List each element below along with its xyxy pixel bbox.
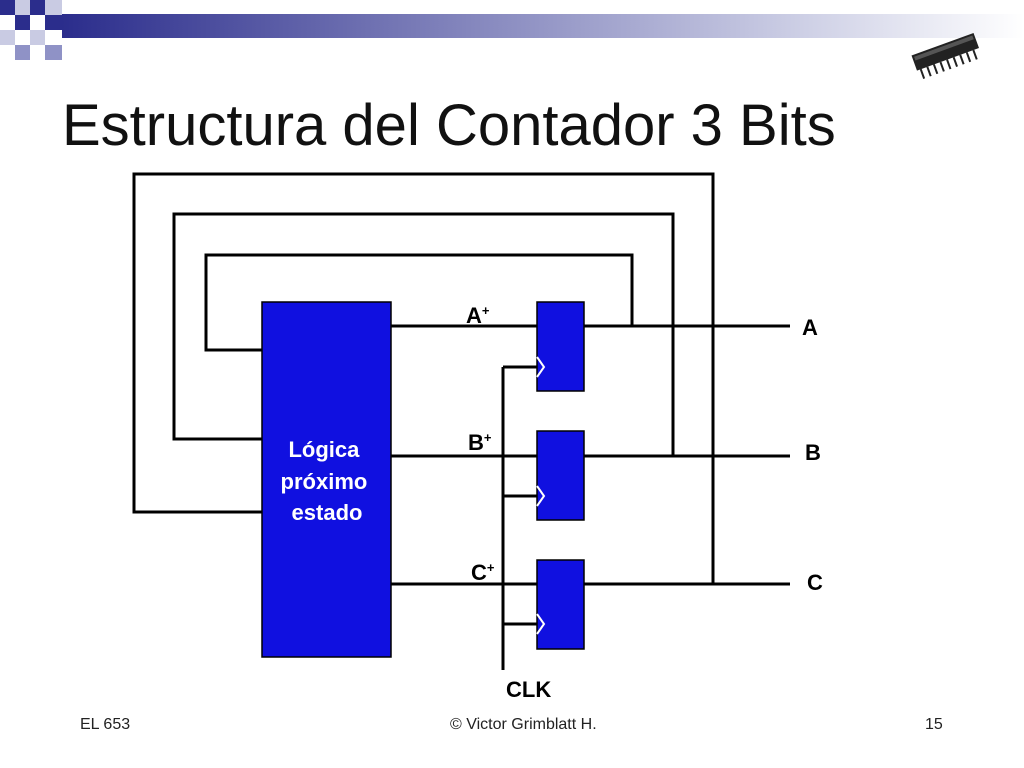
feedback-wire-b [172, 212, 675, 456]
flip-flop-a [536, 301, 585, 392]
next-state-wires [390, 324, 537, 586]
output-label-a: A [802, 315, 818, 340]
slide-title: Estructura del Contador 3 Bits [62, 93, 836, 158]
output-wires [583, 324, 790, 586]
footer-course: EL 653 [80, 716, 131, 733]
label-c-plus: C+ [471, 560, 495, 585]
logic-block-label: Lógica próximo estado [281, 437, 374, 525]
next-state-logic-block [261, 301, 392, 658]
feedback-wire-a [204, 253, 634, 352]
clock-wires [501, 365, 537, 670]
flip-flop-c [536, 559, 585, 650]
clock-triangles [536, 356, 546, 635]
chip-icon [911, 32, 980, 79]
flip-flop-b [536, 430, 585, 521]
clock-label: CLK [506, 677, 551, 702]
header-decoration [0, 0, 1024, 60]
label-a-plus: A+ [466, 303, 490, 328]
footer-page-number: 15 [925, 716, 943, 733]
feedback-wire-c [132, 172, 715, 583]
output-label-c: C [807, 570, 823, 595]
footer-author: © Victor Grimblatt H. [450, 716, 597, 733]
output-label-b: B [805, 440, 821, 465]
label-b-plus: B+ [468, 430, 492, 455]
feedback-wires [132, 172, 715, 583]
